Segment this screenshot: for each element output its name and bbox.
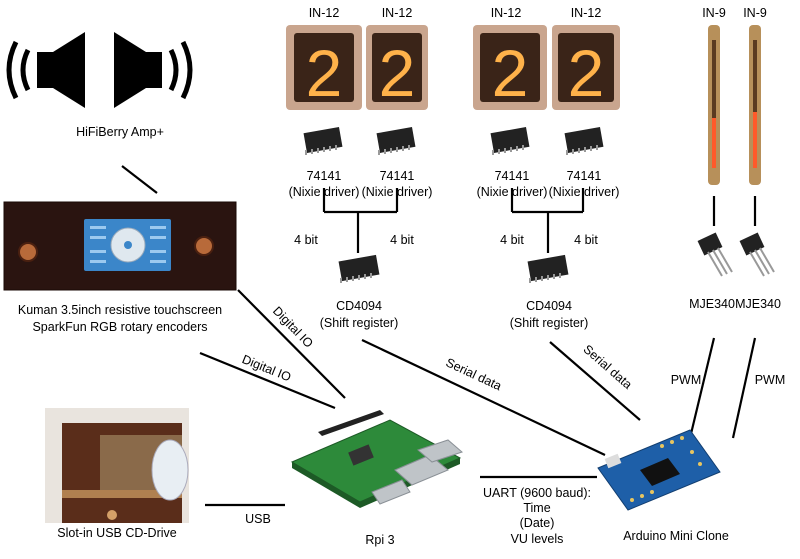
speaker-icon [6,32,193,108]
uart-label-line4: VU levels [511,532,564,546]
bit-label-3: 4 bit [500,233,524,247]
driver-1-line2: (Nixie driver) [289,185,360,199]
transistor-1-label: MJE340 [689,297,735,311]
pwm-label-right: PWM [755,373,786,387]
uart-label-line1: UART (9600 baud): [483,486,591,500]
nixie-tube-1-digit: 2 [306,36,343,110]
nixie-tube-3-digit: 2 [492,36,529,110]
shift-register-chip-2-icon [527,254,569,283]
driver-2-line1: 74141 [380,169,415,183]
serial-data-label-right: Serial data [580,342,634,392]
shift-register-1-line1: CD4094 [336,299,382,313]
bit-label-4: 4 bit [574,233,598,247]
pwm-label-left: PWM [671,373,702,387]
nixie-tube-2-label: IN-12 [382,6,413,20]
pwm-line-right [731,337,757,439]
nixie-drivers: 74141 (Nixie driver) 74141 (Nixie driver… [289,127,620,199]
nixie-tube-1-label: IN-12 [309,6,340,20]
usb-label: USB [245,512,271,526]
cd-drive-photo [45,408,189,523]
transistor-2-icon [739,232,775,277]
shift-register-2-line1: CD4094 [526,299,572,313]
digital-io-label-upper: Digital IO [270,304,316,351]
driver-chip-1-icon [303,127,343,155]
driver-chip-2-icon [376,127,416,155]
pwm-line-left [688,337,716,439]
arduino-label: Arduino Mini Clone [623,529,729,543]
hifiberry-label: HiFiBerry Amp+ [76,125,164,139]
nixie-tube-2-digit: 2 [379,36,416,110]
bargraph-1-label: IN-9 [702,6,726,20]
driver-3-line1: 74141 [495,169,530,183]
shift-register-2-line2: (Shift register) [510,316,589,330]
driver-4-line1: 74141 [567,169,602,183]
uart-label: UART (9600 baud): Time (Date) VU levels [483,486,591,546]
nixie-group: IN-12 2 IN-12 2 IN-12 2 IN-12 2 [286,6,620,110]
amp-to-touchscreen-line [121,165,158,194]
serial-data-line-left [361,339,606,456]
bit-label-1: 4 bit [294,233,318,247]
nixie-tube-4-label: IN-12 [571,6,602,20]
nixie-tube-4-digit: 2 [568,36,605,110]
bargraph-group: IN-9 IN-9 [702,6,767,185]
nixie-tube-3-label: IN-12 [491,6,522,20]
driver-3-line2: (Nixie driver) [477,185,548,199]
touchscreen-label-line2: SparkFun RGB rotary encoders [32,320,207,334]
bargraph-2-label: IN-9 [743,6,767,20]
touchscreen-panel [3,201,237,291]
driver-4-line2: (Nixie driver) [549,185,620,199]
cd-disc-icon [151,439,189,501]
shift-register-1-line2: (Shift register) [320,316,399,330]
rpi-board [290,410,463,508]
digital-io-line-upper [237,289,346,399]
rpi-label: Rpi 3 [365,533,394,547]
rotary-encoder-left-icon [18,242,38,262]
rotary-encoder-right-icon [194,236,214,256]
transistor-2-label: MJE340 [735,297,781,311]
transistors: MJE340 MJE340 [689,232,781,311]
driver-chip-3-icon [490,127,530,155]
uart-label-line3: (Date) [520,516,555,530]
serial-data-label-left: Serial data [444,355,504,393]
cd-drive-label: Slot-in USB CD-Drive [57,526,177,540]
driver-2-line2: (Nixie driver) [362,185,433,199]
shift-register-chip-1-icon [338,254,380,283]
driver-chip-4-icon [564,127,604,155]
digital-io-line-lower [199,351,336,410]
touchscreen-label-line1: Kuman 3.5inch resistive touchscreen [18,303,222,317]
connection-lines [121,165,757,507]
bit-label-2: 4 bit [390,233,414,247]
serial-data-line-right [549,341,641,421]
shift-registers: CD4094 (Shift register) CD4094 (Shift re… [320,254,589,330]
driver-1-line1: 74141 [307,169,342,183]
arduino-board [597,429,721,511]
transistor-1-icon [697,232,733,277]
uart-label-line2: Time [523,501,550,515]
